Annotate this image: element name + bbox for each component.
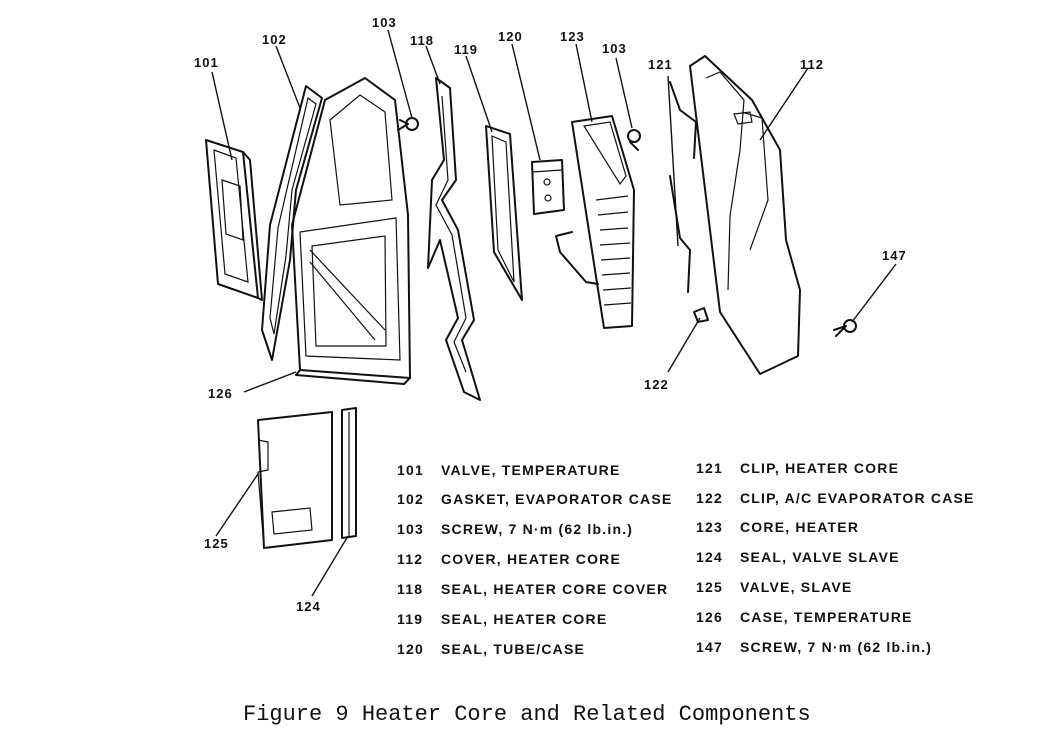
leader-lines	[211, 29, 897, 597]
legend-description: SEAL, VALVE SLAVE	[740, 549, 900, 565]
legend-number: 126	[696, 609, 723, 625]
callout-147: 147	[882, 248, 907, 263]
legend-number: 101	[397, 462, 424, 478]
legend-number: 123	[696, 519, 723, 535]
part-119-heater-core-seal	[485, 125, 523, 301]
legend-number: 103	[397, 521, 424, 537]
callout-121: 121	[648, 57, 673, 72]
part-122-evaporator-case-clip	[693, 307, 709, 323]
legend-number: 147	[696, 639, 723, 655]
legend-row-121: 121 CLIP, HEATER CORE	[696, 460, 899, 476]
callout-120: 120	[498, 29, 523, 44]
callout-102: 102	[262, 32, 287, 47]
legend-description: VALVE, TEMPERATURE	[441, 462, 621, 478]
part-125-slave-valve	[257, 411, 333, 549]
legend-description: SCREW, 7 N·m (62 lb.in.)	[441, 521, 634, 537]
legend-row-101: 101 VALVE, TEMPERATURE	[397, 462, 621, 478]
part-103-screw-right	[627, 129, 641, 151]
legend-number: 124	[696, 549, 723, 565]
legend-number: 122	[696, 490, 723, 506]
callout-103-left: 103	[372, 15, 397, 30]
legend-description: CORE, HEATER	[740, 519, 860, 535]
legend-description: SEAL, HEATER CORE	[441, 611, 608, 627]
legend-number: 120	[397, 641, 424, 657]
part-121-heater-core-clip	[669, 81, 697, 293]
legend-description: SCREW, 7 N·m (62 lb.in.)	[740, 639, 933, 655]
part-101-temperature-valve	[205, 139, 263, 301]
legend-description: CASE, TEMPERATURE	[740, 609, 913, 625]
legend-row-122: 122 CLIP, A/C EVAPORATOR CASE	[696, 490, 975, 506]
legend-row-102: 102 GASKET, EVAPORATOR CASE	[397, 491, 672, 507]
legend-number: 125	[696, 579, 723, 595]
legend-row-118: 118 SEAL, HEATER CORE COVER	[397, 581, 668, 597]
callout-125: 125	[204, 536, 229, 551]
legend-row-123: 123 CORE, HEATER	[696, 519, 859, 535]
part-123-heater-core	[555, 115, 635, 329]
legend-number: 121	[696, 460, 723, 476]
legend-row-126: 126 CASE, TEMPERATURE	[696, 609, 913, 625]
callout-119: 119	[454, 42, 478, 57]
callout-126: 126	[208, 386, 233, 401]
part-126-temperature-case	[291, 77, 411, 385]
callout-101: 101	[194, 55, 219, 70]
legend-number: 102	[397, 491, 424, 507]
legend-row-125: 125 VALVE, SLAVE	[696, 579, 852, 595]
legend-description: CLIP, A/C EVAPORATOR CASE	[740, 490, 975, 506]
legend-row-112: 112 COVER, HEATER CORE	[397, 551, 621, 567]
legend-description: SEAL, HEATER CORE COVER	[441, 581, 669, 597]
figure-caption: Figure 9 Heater Core and Related Compone…	[243, 702, 811, 727]
legend-row-120: 120 SEAL, TUBE/CASE	[397, 641, 585, 657]
callout-122: 122	[644, 377, 669, 392]
part-147-screw	[833, 319, 857, 337]
legend-row-103: 103 SCREW, 7 N·m (62 lb.in.)	[397, 521, 633, 537]
callout-103-right: 103	[602, 41, 627, 56]
part-103-screw-left	[397, 117, 419, 131]
part-124-slave-valve-seal	[341, 407, 357, 539]
legend-description: COVER, HEATER CORE	[441, 551, 622, 567]
part-120-tube-case-seal	[531, 159, 565, 215]
legend-number: 112	[397, 551, 424, 567]
part-112-heater-core-cover	[689, 55, 801, 375]
part-102-evaporator-case-gasket	[261, 85, 323, 361]
legend-row-147: 147 SCREW, 7 N·m (62 lb.in.)	[696, 639, 932, 655]
callout-123: 123	[560, 29, 585, 44]
callout-118: 118	[410, 33, 434, 48]
legend-number: 118	[397, 581, 424, 597]
callout-112: 112	[800, 57, 824, 72]
legend-description: GASKET, EVAPORATOR CASE	[441, 491, 673, 507]
legend-row-119: 119 SEAL, HEATER CORE	[397, 611, 607, 627]
callout-124: 124	[296, 599, 321, 614]
legend-description: SEAL, TUBE/CASE	[441, 641, 586, 657]
part-118-heater-core-cover-seal	[427, 77, 481, 401]
legend-number: 119	[397, 611, 424, 627]
legend-description: VALVE, SLAVE	[740, 579, 853, 595]
legend-description: CLIP, HEATER CORE	[740, 460, 900, 476]
legend-row-124: 124 SEAL, VALVE SLAVE	[696, 549, 900, 565]
